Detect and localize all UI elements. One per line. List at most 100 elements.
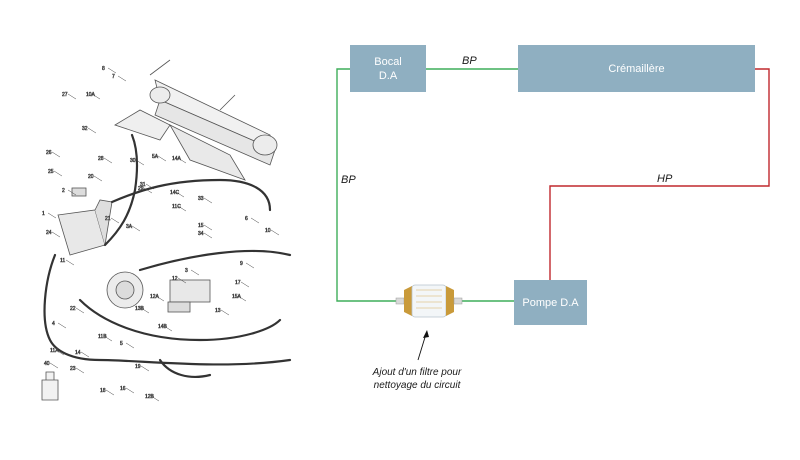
bocal-da-box: Bocal D.A bbox=[350, 45, 426, 92]
callout-leader bbox=[47, 212, 57, 219]
part-number-29: 29 bbox=[138, 186, 144, 192]
callout-leader bbox=[240, 281, 250, 288]
part-number-8: 8 bbox=[102, 66, 105, 72]
part-number-26: 26 bbox=[46, 150, 52, 156]
callout-leader bbox=[125, 387, 135, 394]
part-number-9: 9 bbox=[240, 261, 243, 267]
cremaillere-label: Crémaillère bbox=[608, 62, 665, 75]
part-number-34: 34 bbox=[198, 231, 204, 237]
part-number-25: 25 bbox=[48, 169, 54, 175]
part-number-15A: 15A bbox=[232, 294, 242, 300]
part-number-32: 32 bbox=[82, 126, 88, 132]
callout-leader bbox=[75, 307, 85, 314]
callout-leader bbox=[155, 295, 165, 302]
callout-leader bbox=[105, 389, 115, 396]
callout-leader bbox=[177, 205, 187, 212]
part-number-21: 21 bbox=[105, 216, 111, 222]
callout-leader bbox=[203, 224, 213, 231]
filter-annotation: Ajout d'un filtre pour nettoyage du circ… bbox=[347, 366, 487, 392]
part-number-20: 20 bbox=[88, 174, 94, 180]
part-number-7: 7 bbox=[112, 74, 115, 80]
part-number-2: 2 bbox=[62, 188, 65, 194]
part-number-31: 31 bbox=[140, 182, 146, 188]
part-number-27: 27 bbox=[62, 92, 68, 98]
callout-leader bbox=[143, 187, 153, 194]
part-number-14C: 14C bbox=[170, 190, 180, 196]
part-number-10A: 10A bbox=[86, 92, 96, 98]
part-number-16: 16 bbox=[120, 386, 126, 392]
part-number-3: 3 bbox=[185, 268, 188, 274]
part-number-10: 10 bbox=[265, 228, 271, 234]
callout-leader bbox=[190, 269, 200, 276]
annotation-arrow bbox=[417, 330, 429, 361]
callout-leader bbox=[67, 189, 77, 196]
part-number-14A: 14A bbox=[172, 156, 182, 162]
callout-leader bbox=[175, 191, 185, 198]
callout-leader bbox=[150, 395, 160, 402]
part-number-11: 11 bbox=[60, 258, 65, 264]
bp-line-bocal-filter bbox=[336, 68, 400, 302]
callout-leader bbox=[220, 309, 230, 316]
callout-leader bbox=[80, 351, 90, 358]
callout-leader bbox=[75, 367, 85, 374]
callout-leader bbox=[55, 349, 65, 356]
circuit-lines bbox=[336, 68, 770, 361]
callout-leader bbox=[103, 157, 113, 164]
part-number-14: 14 bbox=[75, 350, 81, 356]
pump-drawing bbox=[106, 271, 211, 313]
callout-leader bbox=[110, 217, 120, 224]
part-number-6: 6 bbox=[245, 216, 248, 222]
callout-leader bbox=[203, 197, 213, 204]
part-number-19: 19 bbox=[135, 364, 141, 370]
part-number-11A: 11A bbox=[50, 348, 59, 354]
part-number-13B: 13B bbox=[135, 306, 145, 312]
part-number-13: 13 bbox=[215, 308, 221, 314]
callout-leader bbox=[103, 335, 113, 342]
part-number-12B: 12B bbox=[145, 394, 155, 400]
part-number-callouts: 1233A455A67891010A1111A11B11C1212A12B131… bbox=[42, 66, 280, 402]
callout-leader bbox=[245, 262, 255, 269]
part-number-28: 28 bbox=[98, 156, 104, 162]
callout-leader bbox=[65, 259, 75, 266]
hp-line-pompe-cremaillere bbox=[549, 68, 770, 280]
callout-leader bbox=[51, 151, 61, 158]
callout-leader bbox=[107, 67, 117, 74]
part-number-5A: 5A bbox=[152, 154, 159, 160]
callout-leader bbox=[237, 295, 247, 302]
callout-leader bbox=[51, 231, 61, 238]
part-number-22: 22 bbox=[70, 306, 76, 312]
callout-leader bbox=[67, 93, 77, 100]
part-number-30: 30 bbox=[130, 158, 136, 164]
part-number-18: 18 bbox=[100, 388, 106, 394]
part-number-33: 33 bbox=[198, 196, 204, 202]
fuel-filter-icon bbox=[395, 284, 463, 318]
bottle-drawing bbox=[41, 371, 59, 401]
callout-leader bbox=[270, 229, 280, 236]
callout-leader bbox=[145, 183, 155, 190]
part-number-4: 4 bbox=[52, 321, 55, 327]
callout-leader bbox=[117, 75, 127, 82]
bp-top-label: BP bbox=[462, 55, 477, 67]
callout-leader bbox=[125, 342, 135, 349]
callout-leader bbox=[140, 307, 150, 314]
callout-leader bbox=[163, 325, 173, 332]
callout-leader bbox=[250, 217, 260, 224]
hp-label: HP bbox=[657, 173, 673, 185]
part-number-24: 24 bbox=[46, 230, 52, 236]
pompe-da-box: Pompe D.A bbox=[514, 280, 587, 325]
part-number-1: 1 bbox=[42, 211, 45, 217]
callout-leader bbox=[157, 155, 167, 162]
part-number-23: 23 bbox=[70, 366, 76, 372]
callout-leader bbox=[177, 157, 187, 164]
callout-leader bbox=[135, 159, 145, 166]
steering-rack-drawing bbox=[114, 59, 278, 181]
bocal-label-line1: Bocal bbox=[374, 55, 402, 68]
annotation-line1: Ajout d'un filtre pour bbox=[372, 367, 462, 378]
bp-left-label: BP bbox=[341, 174, 356, 186]
part-number-3A: 3A bbox=[126, 224, 133, 230]
part-number-11B: 11B bbox=[98, 334, 107, 340]
callout-leader bbox=[93, 175, 103, 182]
callout-leader bbox=[177, 277, 187, 284]
part-number-12A: 12A bbox=[150, 294, 160, 300]
part-number-15: 15 bbox=[198, 223, 204, 229]
